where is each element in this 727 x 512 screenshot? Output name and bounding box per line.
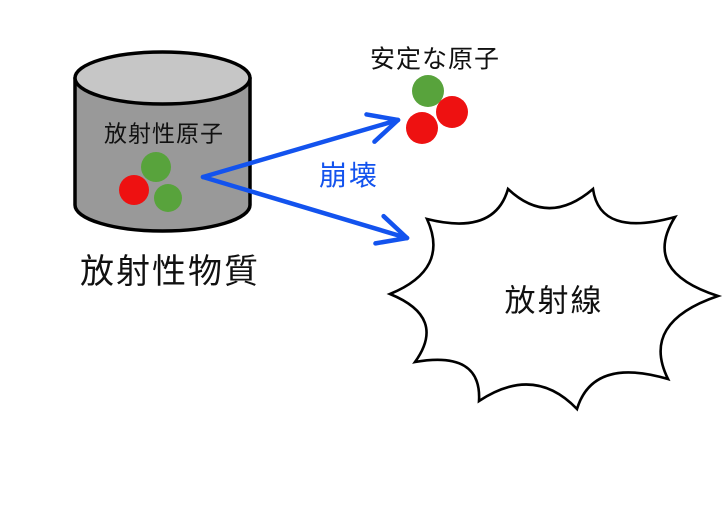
radioactive-atom-label: 放射性原子 xyxy=(104,120,224,147)
radiation-burst-shape xyxy=(386,186,723,412)
decay-arrows xyxy=(200,112,410,246)
radioactive-atoms-group xyxy=(119,152,182,212)
radioactive-substance-label: 放射性物質 xyxy=(80,253,260,291)
radiation-label: 放射線 xyxy=(504,283,604,319)
stable-atom-group xyxy=(406,75,468,144)
decay-label: 崩壊 xyxy=(318,160,380,191)
stable-atom-label: 安定な原子 xyxy=(369,45,501,74)
